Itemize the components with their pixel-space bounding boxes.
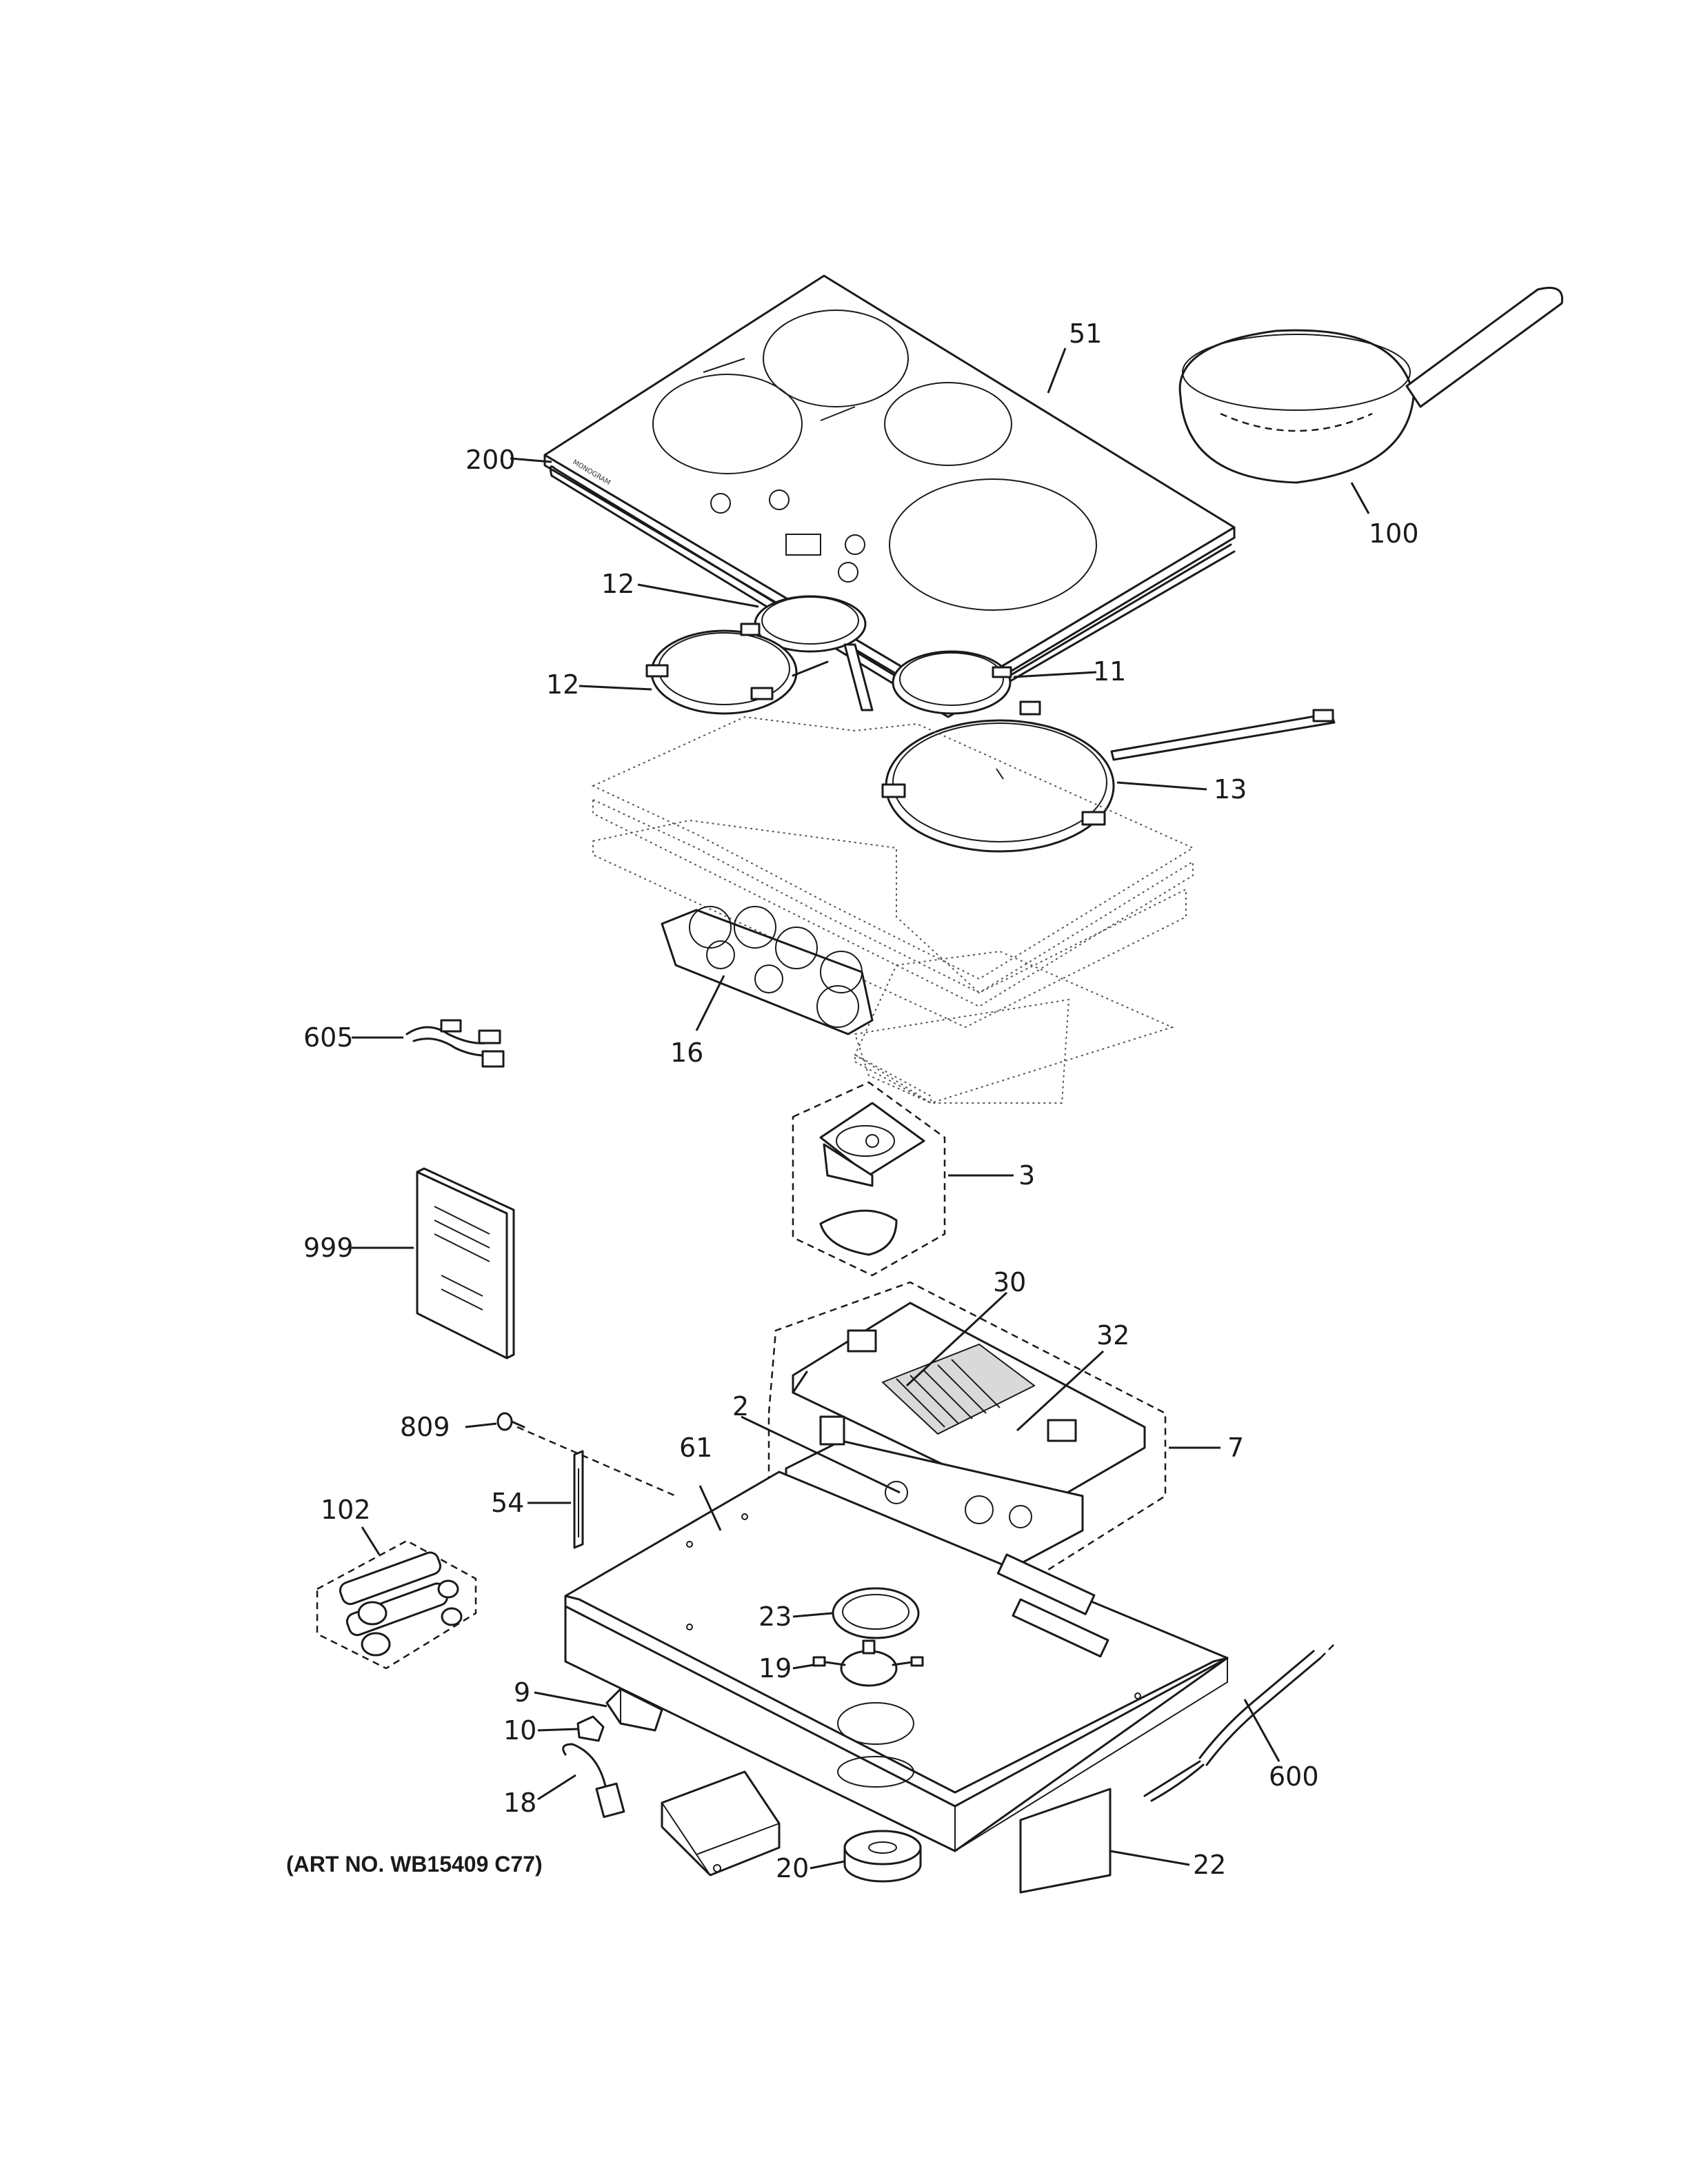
callout-51: 51 [1069,318,1102,349]
mount-part-19[interactable] [812,1639,924,1687]
callout-30: 30 [993,1267,1026,1297]
bracket-part-54[interactable] [516,1426,676,1549]
callout-numbers: 51 100 200 12 12 11 13 16 605 3 999 30 3… [303,318,1419,1883]
callout-102: 102 [321,1495,371,1525]
callout-999: 999 [303,1233,354,1263]
callout-20: 20 [776,1853,809,1883]
cooktop-glass-part-51[interactable]: MONOGRAM [543,274,1236,708]
callout-12-upper: 12 [601,569,634,599]
bracket-part-9[interactable] [605,1688,663,1732]
callout-809: 809 [400,1412,450,1442]
callout-19: 19 [758,1653,792,1684]
module-part-18[interactable] [562,1743,781,1877]
leader-lines [352,347,1370,1870]
wire-harness-part-605[interactable] [405,1019,505,1068]
callout-61: 61 [679,1433,712,1463]
callout-54: 54 [491,1488,524,1518]
element-part-13[interactable] [881,700,1336,853]
fan-assembly-part-3[interactable] [792,1081,946,1277]
pan-part-100[interactable] [1178,287,1564,484]
clip-part-10[interactable] [576,1715,605,1742]
callout-3: 3 [1018,1160,1035,1191]
callout-9: 9 [514,1677,530,1708]
screw-part-809[interactable] [496,1412,525,1431]
foot-part-20[interactable] [843,1830,922,1883]
element-part-12-lower[interactable] [645,623,829,715]
callout-23: 23 [758,1601,792,1632]
callout-32: 32 [1096,1320,1129,1351]
element-part-11[interactable] [892,650,1012,715]
callout-2: 2 [732,1391,749,1422]
callout-10: 10 [503,1715,536,1746]
dotted-support-frames [591,716,1195,1104]
element-part-12-upper[interactable] [754,595,874,711]
base-pan-part-61[interactable] [564,1470,1229,1852]
callout-7: 7 [1227,1433,1244,1463]
callout-100: 100 [1369,518,1419,549]
callout-12-lower: 12 [546,669,579,700]
callout-18: 18 [503,1788,536,1818]
control-board-part-16[interactable] [661,906,874,1035]
callout-200: 200 [465,445,516,475]
callout-22: 22 [1193,1850,1226,1880]
ring-part-23[interactable] [832,1587,920,1639]
callout-605: 605 [303,1022,354,1053]
callout-600: 600 [1269,1761,1319,1792]
literature-part-999[interactable] [416,1167,515,1359]
art-number-label: (ART NO. WB15409 C77) [286,1852,543,1877]
callout-13: 13 [1214,774,1247,805]
bracket-kit-part-102[interactable] [316,1539,477,1670]
callout-11: 11 [1093,656,1126,687]
label-part-22[interactable] [1019,1788,1112,1894]
callout-16: 16 [670,1038,703,1068]
